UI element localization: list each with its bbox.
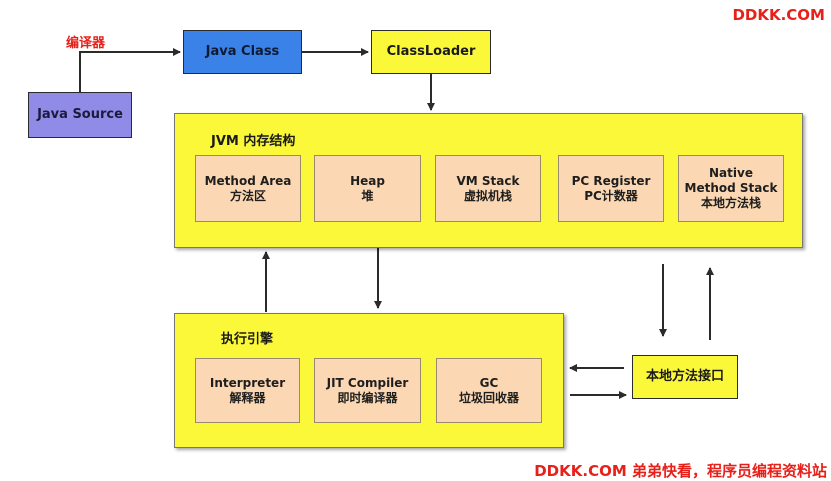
area-zh: 方法区	[229, 188, 266, 203]
area-heap: Heap 堆	[314, 155, 421, 222]
area-pc-register: PC Register PC计数器	[558, 155, 664, 222]
java-source-node: Java Source	[28, 92, 132, 138]
engine-part-zh: 解释器	[229, 390, 266, 405]
java-class-node: Java Class	[183, 30, 302, 74]
area-zh: PC计数器	[584, 188, 638, 203]
engine-part-en: Interpreter	[209, 375, 286, 390]
watermark-bottom: DDKK.COM 弟弟快看，程序员编程资料站	[534, 462, 827, 480]
watermark-top: DDKK.COM	[732, 6, 825, 24]
area-en: Method Area	[204, 173, 292, 188]
compiler-label: 编译器	[66, 36, 106, 51]
area-en: Heap	[350, 173, 385, 188]
area-vm-stack: VM Stack 虚拟机栈	[435, 155, 541, 222]
engine-gc: GC 垃圾回收器	[436, 358, 542, 423]
execution-engine-panel: 执行引擎 Interpreter 解释器 JIT Compiler 即时编译器 …	[174, 313, 564, 448]
jvm-memory-panel: JVM 内存结构 Method Area 方法区 Heap 堆 VM Stack…	[174, 113, 803, 248]
engine-interpreter: Interpreter 解释器	[195, 358, 300, 423]
area-native-method-stack: Native Method Stack 本地方法栈	[678, 155, 784, 222]
classloader-node: ClassLoader	[371, 30, 491, 74]
area-en: PC Register	[571, 173, 651, 188]
engine-part-zh: 即时编译器	[337, 390, 398, 405]
arrow-source-to-class	[79, 48, 181, 92]
engine-part-zh: 垃圾回收器	[458, 390, 519, 405]
engine-part-en: JIT Compiler	[326, 375, 409, 390]
area-en: Native Method Stack	[684, 166, 778, 195]
area-zh: 虚拟机栈	[463, 188, 512, 203]
engine-panel-title: 执行引擎	[221, 332, 274, 347]
engine-part-en: GC	[479, 375, 499, 390]
jvm-panel-title: JVM 内存结构	[211, 134, 296, 149]
engine-jit-compiler: JIT Compiler 即时编译器	[314, 358, 421, 423]
area-en: VM Stack	[456, 173, 520, 188]
native-interface-node: 本地方法接口	[632, 355, 738, 399]
area-zh: 本地方法栈	[700, 196, 761, 210]
area-method-area: Method Area 方法区	[195, 155, 301, 222]
area-zh: 堆	[361, 188, 374, 203]
